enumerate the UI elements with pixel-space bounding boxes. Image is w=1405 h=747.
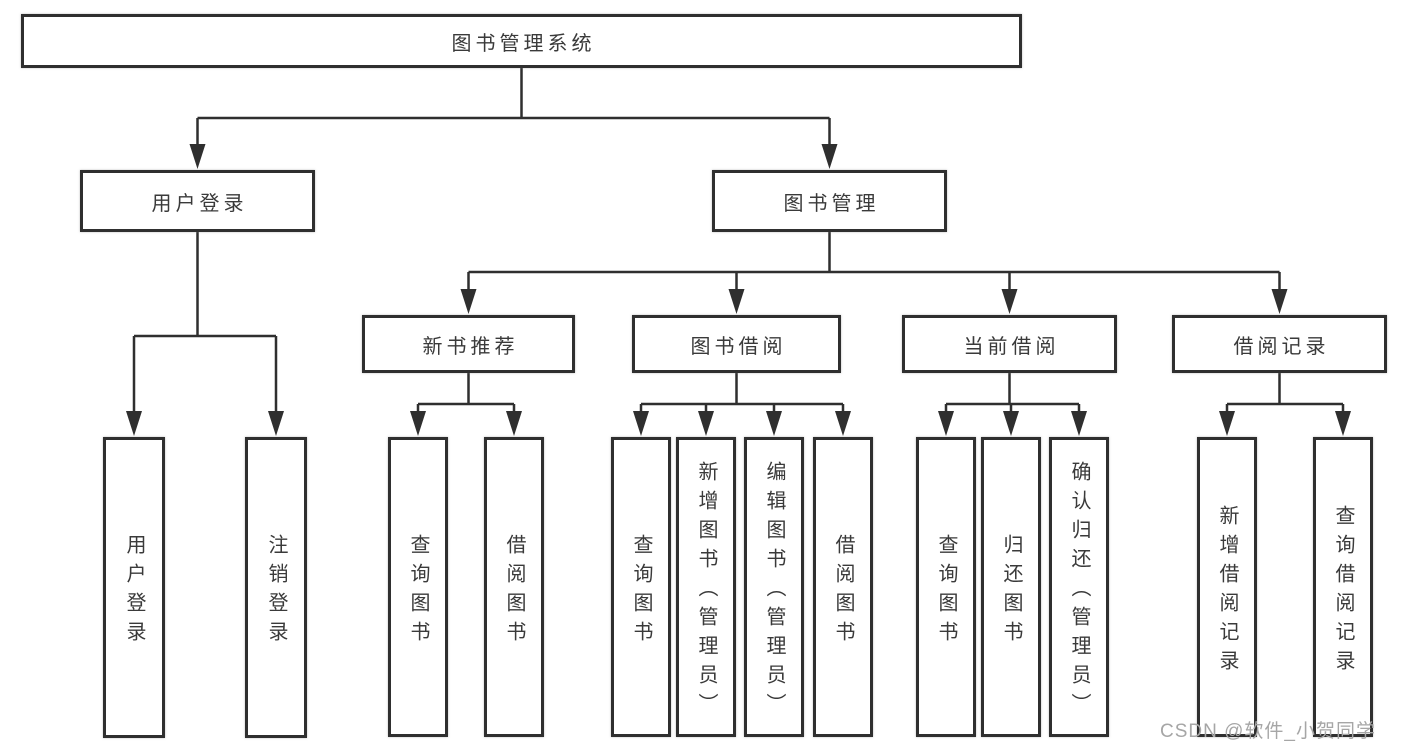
leaf-logout: 注销登录 — [245, 437, 307, 738]
node-label: 新增图书（管理员） — [695, 461, 717, 722]
connector-borrow-records-to-children — [1219, 373, 1351, 436]
node-label: 用户登录 — [151, 192, 248, 215]
node-user-login: 用户登录 — [80, 170, 315, 232]
node-label: 当前借阅 — [963, 335, 1060, 358]
node-label: 图书管理 — [783, 192, 880, 215]
node-label: 注销登录 — [265, 534, 287, 650]
node-label: 借阅记录 — [1233, 335, 1330, 358]
node-label: 新书推荐 — [422, 335, 519, 358]
node-current-borrowing: 当前借阅 — [902, 315, 1117, 373]
leaf-borrow-books-recommend: 借阅图书 — [484, 437, 544, 737]
leaf-return-books: 归还图书 — [981, 437, 1041, 737]
leaf-borrow-books: 借阅图书 — [813, 437, 873, 737]
leaf-query-borrow-record: 查询借阅记录 — [1313, 437, 1373, 737]
leaf-query-books-recommend: 查询图书 — [388, 437, 448, 737]
leaf-user-login: 用户登录 — [103, 437, 165, 738]
node-book-borrowing: 图书借阅 — [632, 315, 841, 373]
leaf-add-books-admin: 新增图书（管理员） — [676, 437, 736, 737]
leaf-query-books-current: 查询图书 — [916, 437, 976, 737]
node-label: 借阅图书 — [832, 533, 854, 650]
node-label: 查询图书 — [407, 533, 429, 650]
arrowhead — [410, 411, 522, 436]
connector-user-login-to-children — [126, 232, 284, 436]
arrowhead — [938, 411, 1087, 436]
node-book-management: 图书管理 — [712, 170, 947, 232]
csdn-watermark: CSDN @软件_小贺同学 — [1160, 721, 1376, 742]
node-library-system: 图书管理系统 — [21, 14, 1022, 68]
node-label: 用户登录 — [123, 534, 145, 650]
arrowhead — [189, 144, 838, 169]
node-new-book-recommendation: 新书推荐 — [362, 315, 575, 373]
connector-new-books-to-children — [410, 373, 522, 436]
connector-current-borrow-to-children — [938, 373, 1087, 436]
arrowhead — [126, 411, 284, 436]
node-label: 新增借阅记录 — [1216, 504, 1238, 679]
connector-book-borrow-to-children — [633, 373, 851, 436]
node-label: 确认归还（管理员） — [1068, 461, 1090, 722]
node-label: 借阅图书 — [503, 533, 525, 650]
leaf-query-books-borrow: 查询图书 — [611, 437, 671, 737]
leaf-add-borrow-record: 新增借阅记录 — [1197, 437, 1257, 737]
arrowhead — [633, 411, 851, 436]
node-label: 图书管理系统 — [451, 32, 596, 55]
leaf-confirm-return-admin: 确认归还（管理员） — [1049, 437, 1109, 737]
node-label: 查询借阅记录 — [1332, 504, 1354, 679]
connector-root-to-branches — [189, 68, 838, 169]
node-label: 查询图书 — [630, 533, 652, 650]
arrowhead — [460, 289, 1288, 314]
node-borrowing-records: 借阅记录 — [1172, 315, 1387, 373]
node-label: 编辑图书（管理员） — [763, 461, 785, 722]
arrowhead — [1219, 411, 1351, 436]
node-label: 归还图书 — [1000, 533, 1022, 650]
connector-book-mgmt-to-sections — [460, 232, 1288, 314]
node-label: 图书借阅 — [690, 335, 787, 358]
node-label: 查询图书 — [935, 533, 957, 650]
leaf-edit-books-admin: 编辑图书（管理员） — [744, 437, 804, 737]
